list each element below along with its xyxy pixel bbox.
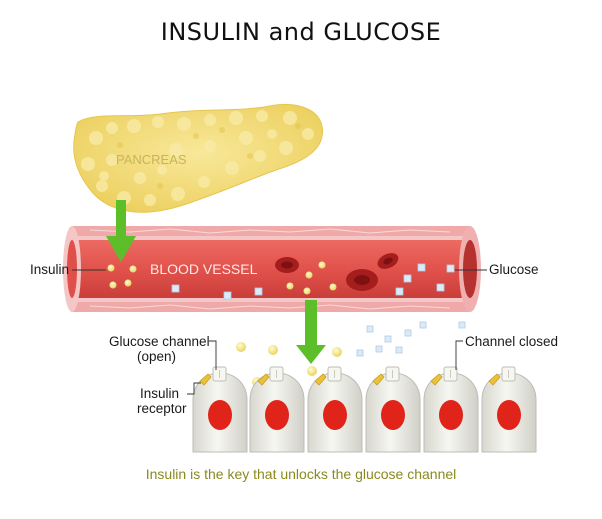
channel-closed-label: Channel closed — [465, 334, 559, 349]
insulin-receptor-label-line2: receptor — [137, 401, 187, 416]
cell-2 — [249, 366, 305, 453]
glucose-channel-label-line1: Glucose channel — [109, 334, 210, 349]
pancreas-label: PANCREAS — [116, 152, 187, 167]
body-cells — [192, 366, 537, 453]
insulin-label: Insulin — [30, 262, 70, 277]
diagram-title: INSULIN and GLUCOSE — [160, 18, 442, 46]
blood-vessel-label: BLOOD VESSEL — [150, 261, 258, 277]
glucose-molecules — [171, 263, 466, 387]
arrow-pancreas-to-vessel — [106, 200, 136, 262]
insulin-receptor-label-line1: Insulin — [140, 386, 180, 401]
arrow-vessel-to-cells — [296, 300, 326, 364]
red-blood-cells — [275, 253, 399, 291]
cell-3 — [307, 366, 363, 453]
glucose-label: Glucose — [489, 262, 539, 277]
glucose-channel-label-line2: (open) — [137, 349, 177, 364]
cell-6 — [481, 366, 537, 453]
cell-4 — [365, 366, 421, 453]
leader-lines — [72, 269, 487, 395]
insulin-receptors — [199, 373, 501, 386]
caption: Insulin is the key that unlocks the gluc… — [145, 466, 457, 482]
blood-vessel — [63, 226, 481, 312]
cell-5 — [423, 366, 479, 453]
pancreas — [73, 103, 323, 213]
cell-1 — [192, 366, 248, 453]
